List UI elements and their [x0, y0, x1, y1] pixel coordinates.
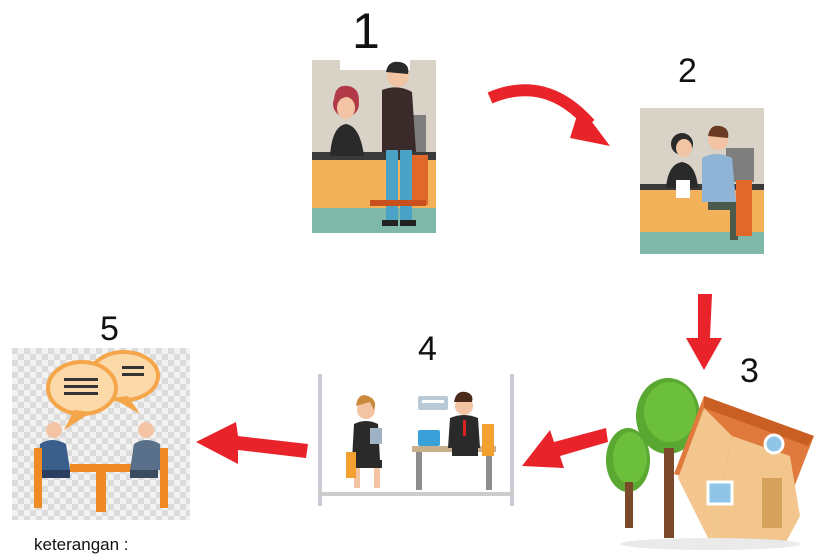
house-with-trees — [606, 378, 814, 550]
caption-text: keterangan : — [34, 535, 129, 554]
arrow-left — [196, 422, 308, 464]
arrow-down — [686, 294, 722, 370]
step-number-2: 2 — [678, 52, 697, 90]
arrow-left — [522, 428, 608, 468]
step-number-5: 5 — [100, 310, 119, 348]
office-meeting-scene — [318, 374, 516, 506]
step-number-4: 4 — [418, 330, 437, 368]
discussion-scene — [12, 348, 190, 520]
step-number-3: 3 — [740, 352, 759, 390]
curved-arrow — [487, 84, 610, 146]
consultation-scene — [640, 108, 764, 254]
step-number-1: 1 — [352, 3, 380, 59]
receptionist-scene — [312, 60, 436, 233]
